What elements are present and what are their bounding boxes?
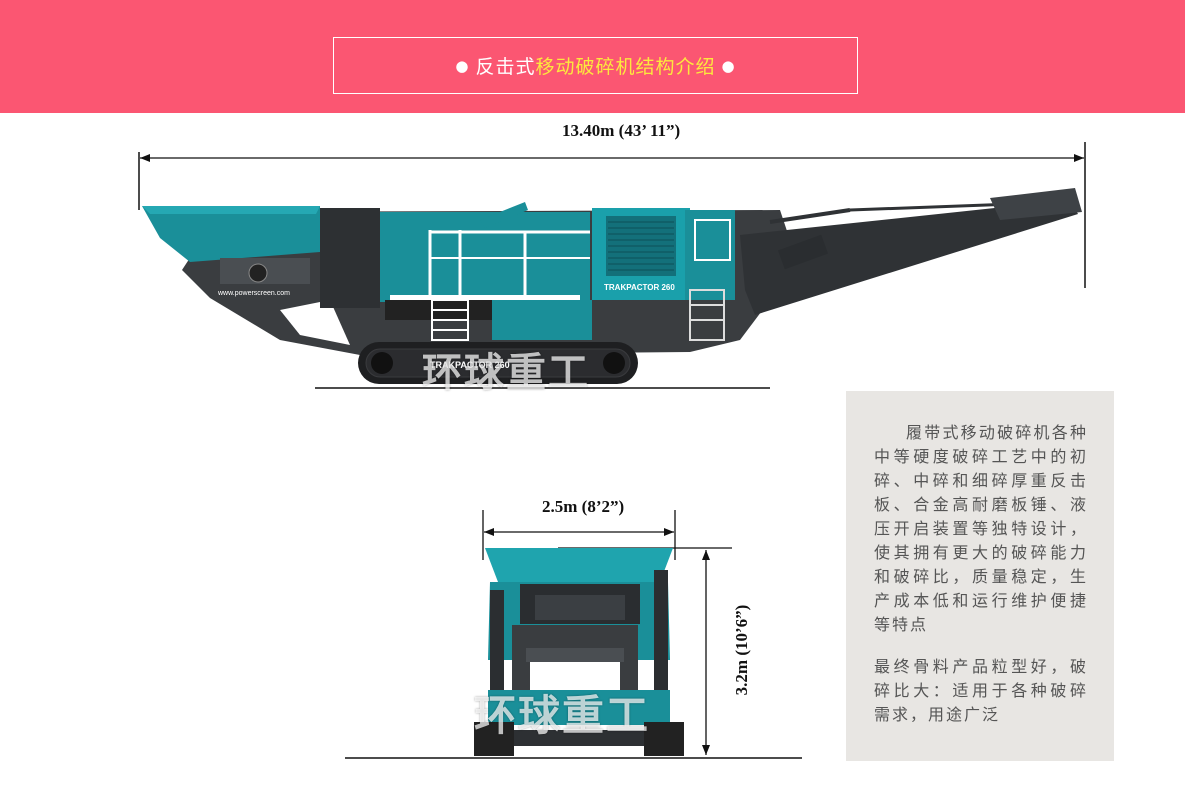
page-title: ● 反击式移动破碎机结构介绍 ● xyxy=(333,37,858,94)
title-prefix: 反击式 xyxy=(475,56,536,78)
bullet-right-icon: ● xyxy=(721,56,736,75)
watermark-front: 环球重工 xyxy=(474,691,651,740)
length-dimension-label: 13.40m (43’ 11”) xyxy=(562,121,681,140)
height-dimension-label: 3.2m (10’6”) xyxy=(732,604,751,696)
title-highlight: 移动破碎机结构介绍 xyxy=(535,56,716,78)
watermark-side: 环球重工 xyxy=(422,349,590,396)
description-panel: 履带式移动破碎机各种中等硬度破碎工艺中的初碎、中碎和细碎厚重反击板、合金高耐磨板… xyxy=(846,391,1114,761)
bullet-left-icon: ● xyxy=(455,56,470,75)
description-paragraph-2: 最终骨料产品粒型好，破碎比大：适用于各种破碎需求，用途广泛 xyxy=(874,657,1088,724)
track-model-text: TRAKPACTOR 260 xyxy=(430,360,510,370)
width-dimension-label: 2.5m (8’2”) xyxy=(542,497,625,516)
length-dimension-line xyxy=(138,142,1086,288)
crusher-front-view xyxy=(345,510,802,759)
crusher-side-view: www.powerscreen.com TRAKPACTOR 260 TRAKP… xyxy=(142,188,1082,389)
header-banner: ● 反击式移动破碎机结构介绍 ● xyxy=(0,0,1185,113)
description-paragraph-1: 履带式移动破碎机各种中等硬度破碎工艺中的初碎、中碎和细碎厚重反击板、合金高耐磨板… xyxy=(874,423,1088,634)
model-name-text: TRAKPACTOR 260 xyxy=(604,283,675,292)
powerscreen-website-text: www.powerscreen.com xyxy=(217,290,290,297)
